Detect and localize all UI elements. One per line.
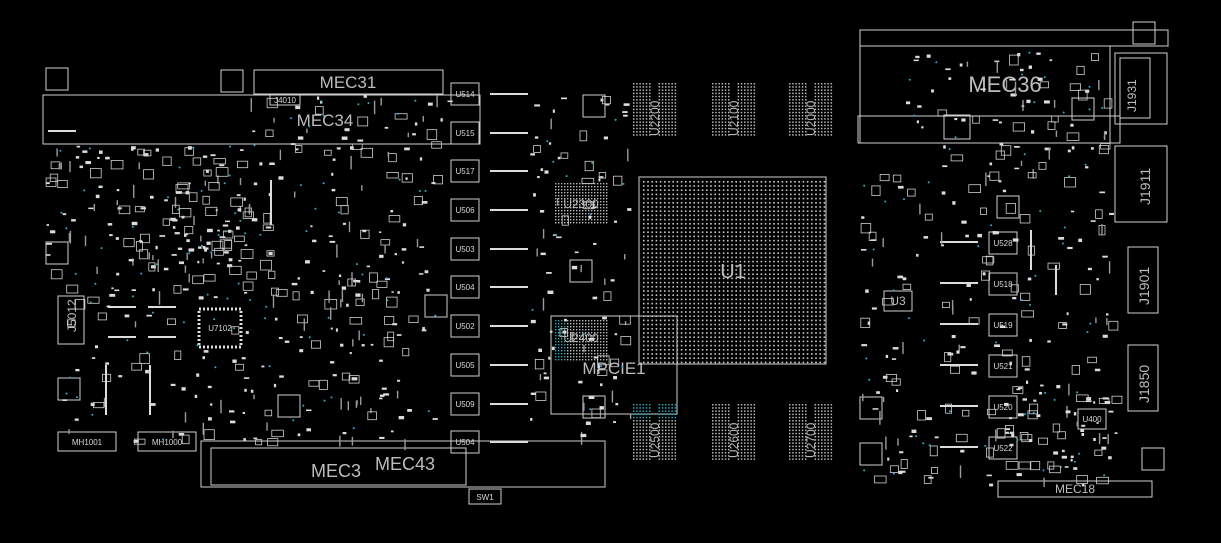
reg-l1: U515 [450,121,480,145]
svg-text:U2100: U2100 [727,100,741,136]
svg-text:U519: U519 [993,321,1013,330]
svg-text:U506: U506 [455,206,475,215]
reg-r4: U520 [988,395,1018,419]
mec34-label: MEC34 [297,111,354,130]
reg-l0: U514 [450,82,480,106]
svg-text:U515: U515 [455,129,475,138]
gpu-u1: U1 [638,176,827,365]
mem-u2500: U2500 [648,422,662,458]
svg-text:U504: U504 [455,283,475,292]
j1901: J1901 [1127,246,1159,314]
svg-text:J1911: J1911 [1137,168,1153,205]
svg-text:U2000: U2000 [804,100,818,136]
j4010-label: J4010 [274,96,296,105]
reg-l2: U517 [450,159,480,183]
sw1-label: SW1 [476,493,494,502]
mec31-frame: MEC31 [253,69,444,95]
svg-text:J1901: J1901 [1136,267,1152,305]
mec43-label: MEC43 [375,454,435,474]
mem-u2100: U2100 [727,100,741,136]
svg-text:U3: U3 [890,294,906,308]
mh1001-label: MH1001 [72,438,103,447]
u3: U3 [883,290,913,312]
mem-u2700: U2700 [804,422,818,458]
mec18-frame: MEC18 [997,480,1153,498]
j1931: J1931 [1114,52,1168,125]
reg-r3: U521 [988,354,1018,378]
sw1: SW1 [468,488,502,505]
u7102-label: U7102 [208,324,232,333]
reg-r2: U519 [988,313,1018,337]
reg-l4: U503 [450,237,480,261]
svg-text:U505: U505 [455,361,475,370]
u400: U400 [1077,408,1107,430]
reg-r0: U528 [988,231,1018,255]
mh1001: MH1001 [57,431,117,452]
svg-text:U521: U521 [993,362,1013,371]
mpcie1-label: MPCIE1 [582,359,645,378]
svg-text:U528: U528 [993,239,1013,248]
reg-l3: U506 [450,198,480,222]
reg-l5: U504 [450,275,480,299]
u7102: U7102 [197,307,243,349]
reg-l9: U504 [450,430,480,454]
u1-label: U1 [720,261,746,283]
svg-text:U2200: U2200 [648,100,662,136]
svg-text:J1850: J1850 [1136,365,1152,403]
left-regulators: U514 U515 U517 U506 U503 U504 U502 U505 … [450,82,528,454]
svg-text:U502: U502 [455,322,475,331]
mh1000-label: MH1000 [152,438,183,447]
svg-text:U2500: U2500 [648,422,662,458]
reg-l6: U502 [450,314,480,338]
mec34-frame: J4010 MEC34 [42,94,481,145]
mec36-frame: MEC36 [857,29,1169,144]
j5012-label: J5012 [65,299,79,332]
mec18-label: MEC18 [1055,482,1095,496]
mec31-label: MEC31 [320,73,377,92]
svg-text:U400: U400 [1082,415,1102,424]
mec3-frame: MEC3 MEC43 [200,440,606,488]
svg-text:J1931: J1931 [1125,79,1139,112]
right-corner-pads [859,21,1165,471]
right-regulators: U528 U518 U519 U521 U520 U522 [940,231,1018,460]
left-corner-pads [45,67,606,419]
svg-text:U503: U503 [455,245,475,254]
mpcie1-frame: MPCIE1 [550,315,678,415]
mem-u2200: U2200 [648,100,662,136]
svg-text:U504: U504 [455,438,475,447]
j1850: J1850 [1127,344,1159,412]
reg-r1: U518 [988,272,1018,296]
mem-u2000: U2000 [804,100,818,136]
mem-u2600: U2600 [727,422,741,458]
svg-text:U520: U520 [993,403,1013,412]
svg-text:U514: U514 [455,90,475,99]
svg-text:U2300: U2300 [563,197,599,211]
mec36-label: MEC36 [968,72,1041,97]
reg-l8: U509 [450,392,480,416]
mem-u2300: U2300 [563,197,599,211]
svg-text:U509: U509 [455,400,475,409]
svg-text:U517: U517 [455,167,475,176]
reg-l7: U505 [450,353,480,377]
svg-text:U522: U522 [993,444,1013,453]
svg-text:U2600: U2600 [727,422,741,458]
j1911: J1911 [1114,145,1168,223]
svg-text:U518: U518 [993,280,1013,289]
svg-text:U2700: U2700 [804,422,818,458]
mec3-label: MEC3 [311,461,361,481]
